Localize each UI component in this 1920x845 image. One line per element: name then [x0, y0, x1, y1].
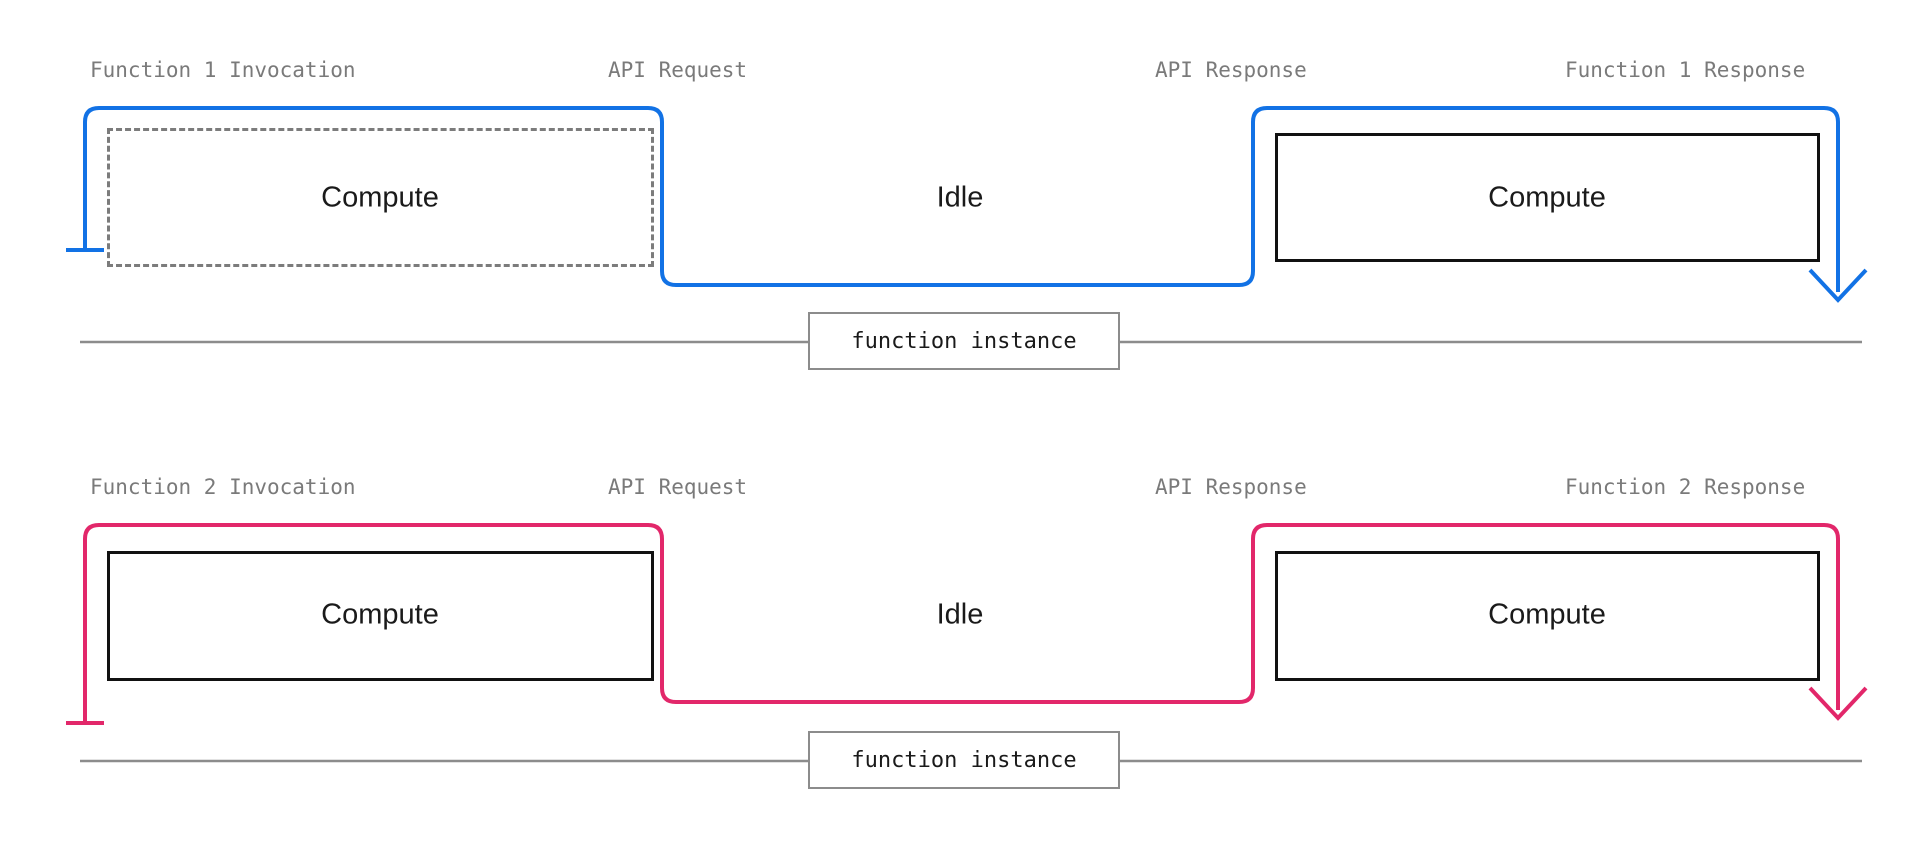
lane-1-compute-end-label: Compute [1488, 181, 1606, 214]
lane-1-idle-label: Idle [936, 181, 984, 214]
lane-2-compute-start-box [107, 551, 654, 681]
lane-2-flow-path [83, 523, 1840, 723]
lane-2-function-instance-box: function instance [808, 731, 1120, 789]
lane-2-marker-invocation-label: Function 2 Invocation [90, 475, 356, 499]
lane-2-function-instance-label: function instance [851, 747, 1077, 773]
lane-2-idle-label: Idle [936, 598, 984, 631]
lane-1-function-instance-box: function instance [808, 312, 1120, 370]
lane-1-marker-invocation-label: Function 1 Invocation [90, 58, 356, 82]
lane-1-compute-start-box [107, 128, 654, 267]
lane-2-arrowhead-icon [1808, 686, 1868, 721]
lane-1-function-instance-label: function instance [851, 328, 1077, 354]
lane-2-marker-function-response-label: Function 2 Response [1565, 475, 1806, 499]
lane-1-compute-start-label: Compute [321, 181, 439, 214]
lane-1-flow-path [83, 106, 1840, 292]
lane-1-compute-end-box [1275, 133, 1820, 262]
lane-2-marker-api-response-label: API Response [1155, 475, 1307, 499]
lane-1-arrowhead-icon [1808, 268, 1868, 303]
lane-2-compute-start-label: Compute [321, 598, 439, 631]
lane-2-compute-end-box [1275, 551, 1820, 681]
lane-2-compute-end-label: Compute [1488, 598, 1606, 631]
lane-1-marker-function-response-label: Function 1 Response [1565, 58, 1806, 82]
lane-2-marker-api-request-label: API Request [608, 475, 748, 499]
lane-1-marker-api-request-label: API Request [608, 58, 748, 82]
lane-1-marker-api-response-label: API Response [1155, 58, 1307, 82]
